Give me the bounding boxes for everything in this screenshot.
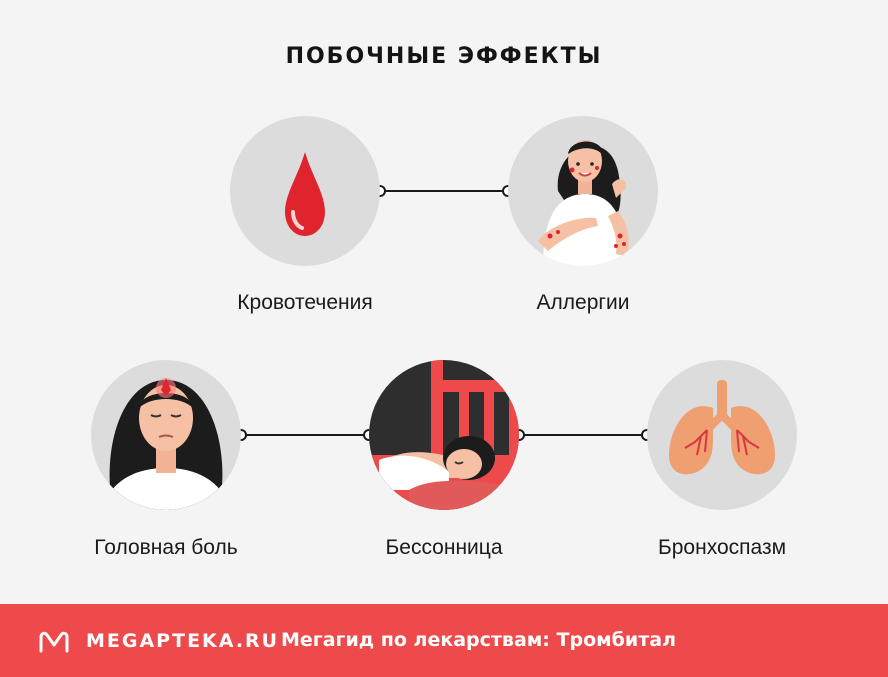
effect-label-bleeding: Кровотечения — [237, 291, 373, 314]
brand-name: MEGAPTEKA.RU — [86, 630, 280, 652]
allergy-woman-icon — [508, 116, 658, 266]
effect-label-headache: Головная боль — [94, 536, 238, 559]
headache-woman-icon — [91, 360, 241, 510]
connector-line — [380, 190, 508, 192]
effect-label-allergy: Аллергии — [536, 291, 630, 314]
page-title: ПОБОЧНЫЕ ЭФФЕКТЫ — [285, 44, 603, 69]
effect-label-bronchospasm: Бронхоспазм — [657, 536, 787, 559]
blood-drop-icon — [230, 116, 380, 266]
insomnia-icon — [369, 360, 519, 510]
connector-line — [241, 434, 369, 436]
effect-label-insomnia: Бессонница — [385, 536, 503, 559]
lungs-icon — [647, 360, 797, 510]
megapteka-logo-icon — [39, 631, 69, 653]
footer-banner: MEGAPTEKA.RU Мегагид по лекарствам: Тром… — [0, 604, 888, 677]
footer-tagline: Мегагид по лекарствам: Тромбитал — [281, 629, 676, 651]
connector-line — [519, 434, 647, 436]
